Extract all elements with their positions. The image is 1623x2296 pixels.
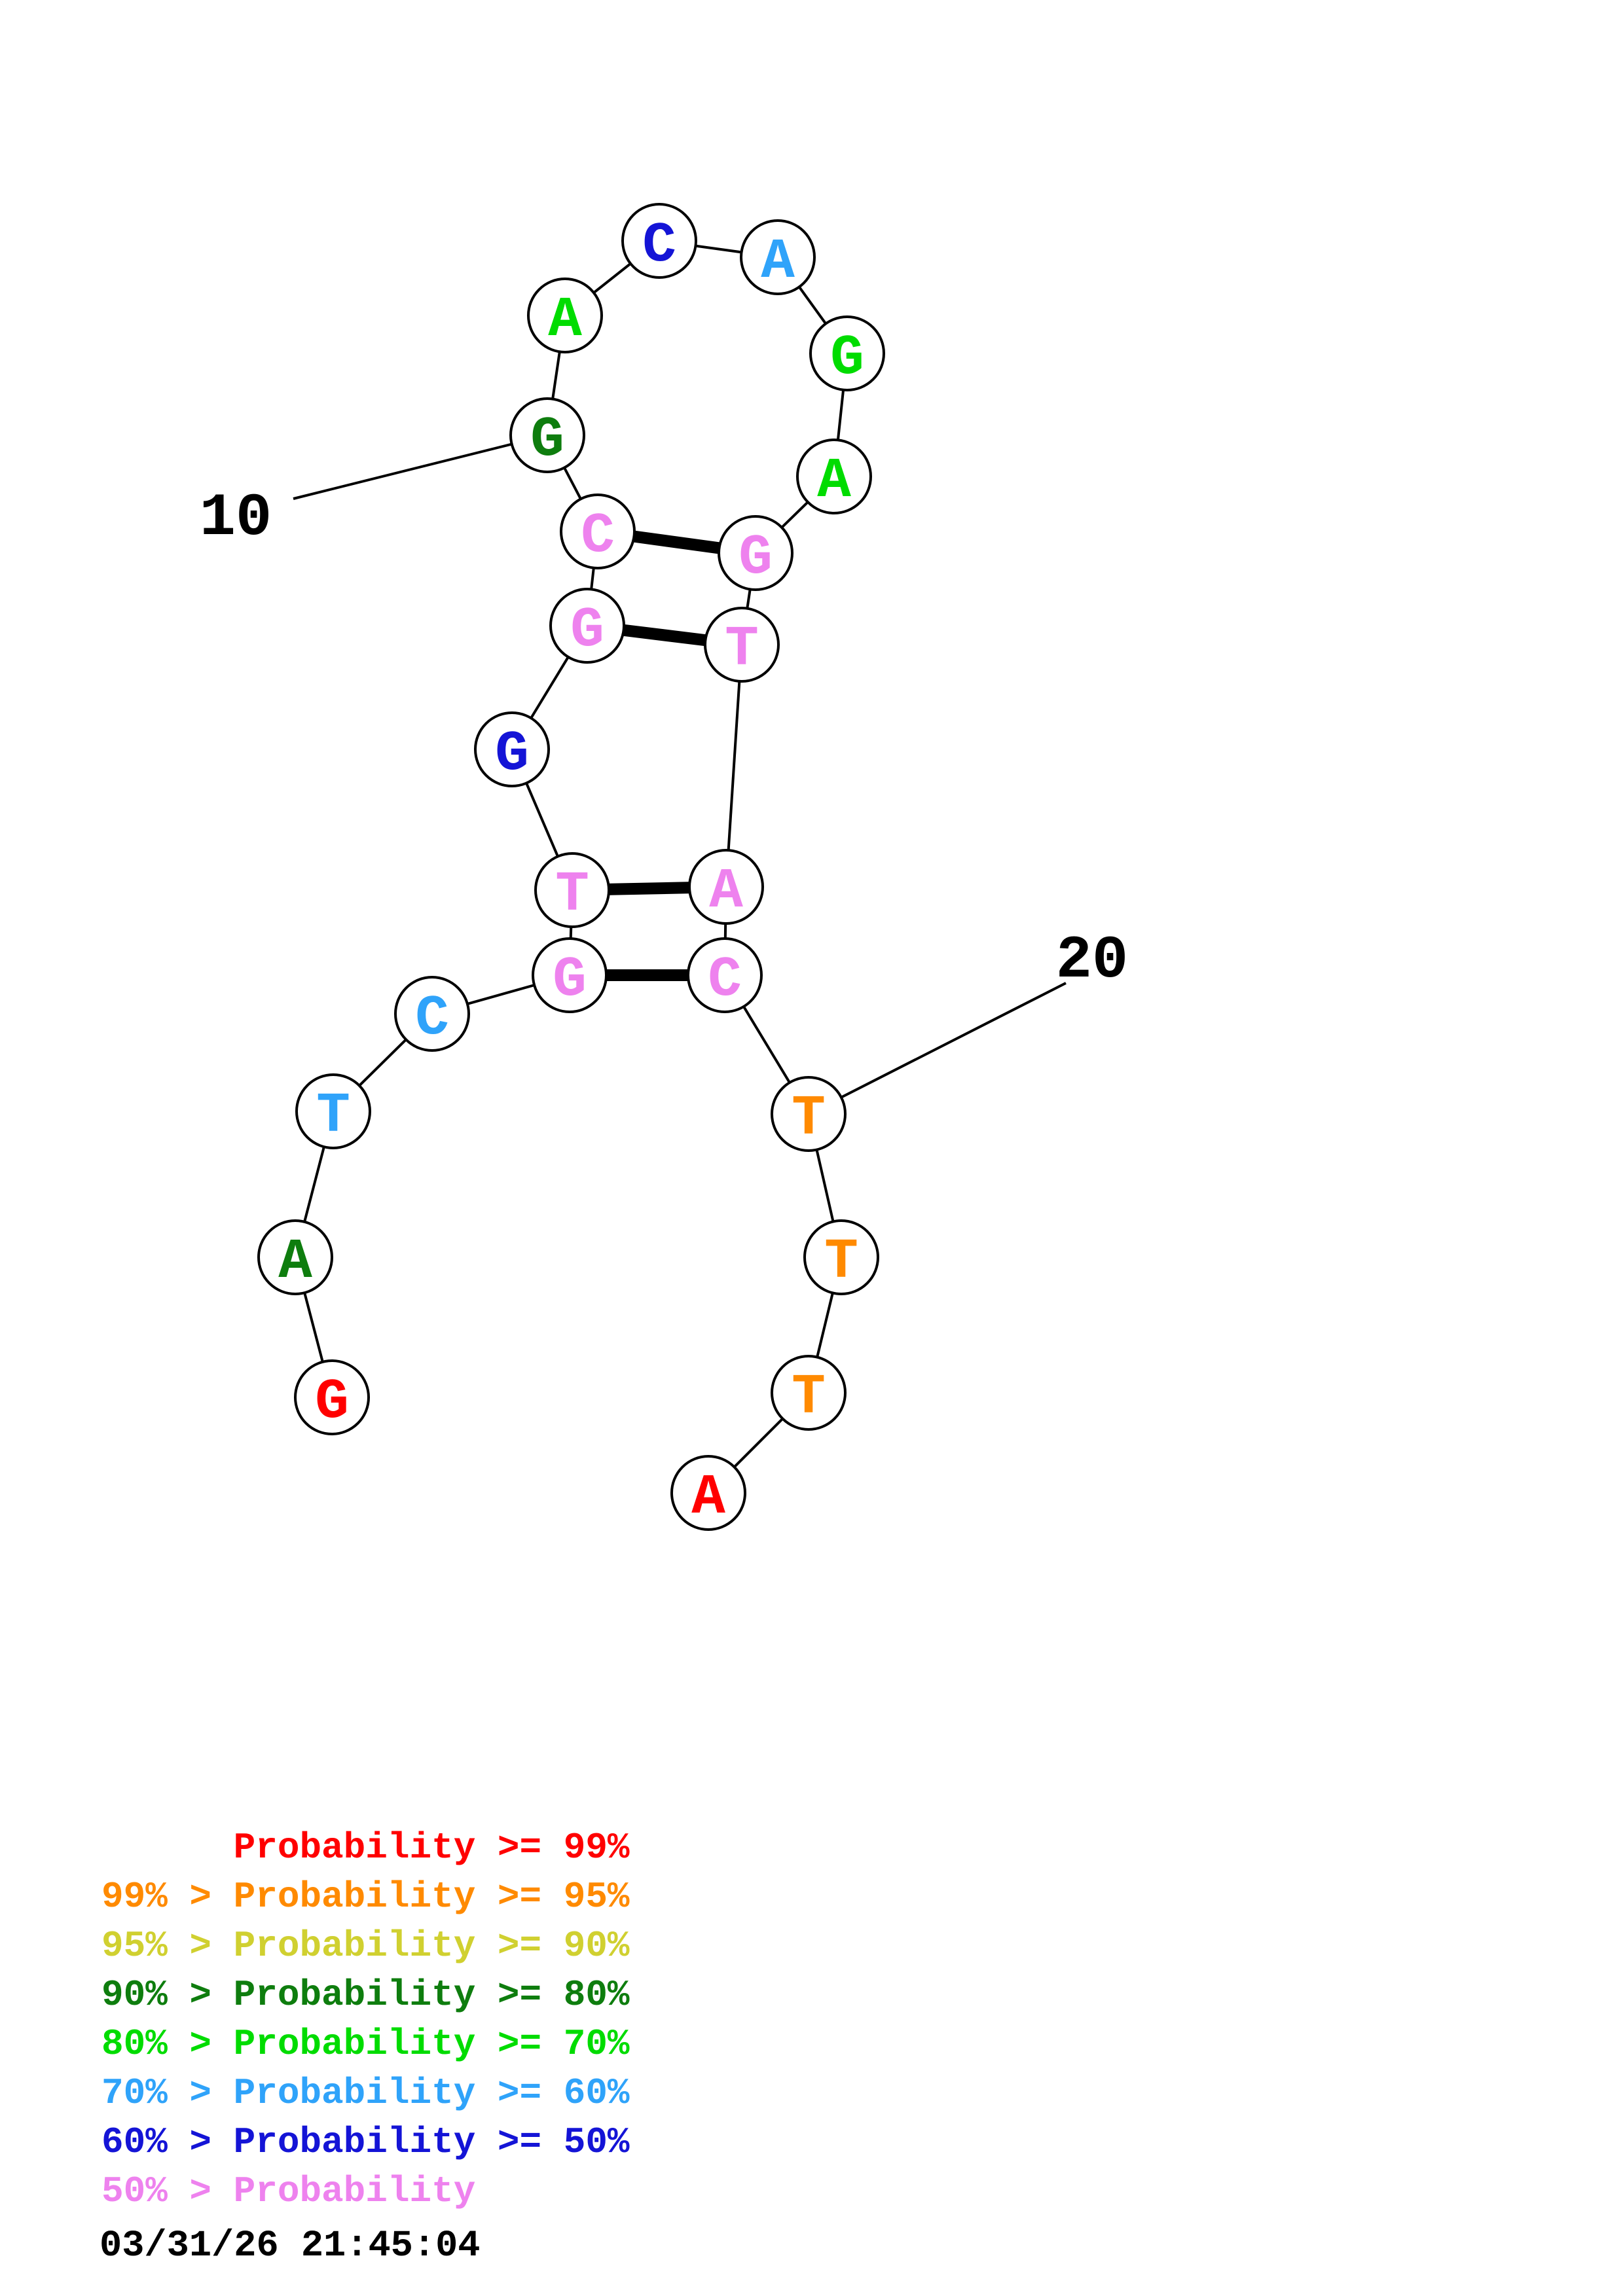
- nucleotide-base-3: T: [316, 1084, 350, 1148]
- legend-row-5: 80% > Probability >= 70%: [101, 2023, 630, 2065]
- nucleotide-base-23: A: [691, 1465, 725, 1530]
- nucleotide-base-14: G: [830, 326, 864, 390]
- nucleotide-base-4: C: [415, 986, 449, 1050]
- nucleotide-base-18: A: [709, 859, 743, 924]
- nucleotide-circle-23: [670, 1455, 746, 1531]
- nucleotide-circle-7: [474, 711, 550, 787]
- timestamp: 03/31/26 21:45:04: [100, 2225, 481, 2267]
- legend-row-1: Probability >= 99%: [101, 1827, 630, 1869]
- position-label-10: 10: [200, 484, 272, 552]
- nucleotide-base-2: A: [278, 1230, 312, 1294]
- nucleotide-circle-20: [771, 1076, 847, 1152]
- nucleotide-base-19: C: [708, 948, 742, 1012]
- nucleotide-circle-3: [295, 1073, 371, 1149]
- nucleotide-circle-1: [294, 1359, 370, 1435]
- nucleotide-base-9: C: [581, 504, 615, 568]
- legend-row-8: 50% > Probability: [101, 2170, 476, 2212]
- position-leader-line-10: [293, 434, 548, 500]
- nucleotide-base-20: T: [792, 1086, 826, 1151]
- nucleotide-base-13: A: [761, 230, 795, 294]
- nucleotide-circle-4: [394, 976, 470, 1052]
- legend-row-7: 60% > Probability >= 50%: [101, 2121, 630, 2163]
- nucleotide-circle-9: [560, 493, 636, 569]
- nucleotide-base-10: G: [530, 408, 564, 472]
- nucleotide-circle-2: [257, 1219, 333, 1295]
- nucleotide-circle-12: [621, 203, 697, 279]
- nucleotide-circle-11: [527, 278, 603, 353]
- nucleotide-circle-10: [509, 397, 585, 473]
- backbone-segment-17-18: [725, 644, 743, 888]
- nucleotide-circle-22: [771, 1355, 847, 1431]
- nucleotide-circle-15: [796, 439, 872, 514]
- nucleotide-base-12: C: [642, 213, 676, 278]
- nucleotide-base-5: G: [553, 948, 587, 1012]
- nucleotide-base-7: G: [495, 722, 529, 786]
- legend-row-6: 70% > Probability >= 60%: [101, 2072, 630, 2114]
- nucleotide-circle-8: [549, 588, 625, 664]
- nucleotide-base-16: G: [739, 526, 773, 590]
- nucleotide-base-6: T: [555, 863, 589, 927]
- nucleotide-circle-6: [534, 852, 610, 928]
- nucleotide-circle-16: [718, 515, 793, 591]
- nucleotide-base-11: A: [548, 288, 582, 352]
- nucleotide-circle-18: [688, 849, 764, 925]
- nucleotide-circle-14: [809, 315, 885, 391]
- position-label-20: 20: [1056, 926, 1128, 995]
- nucleotide-base-15: A: [817, 449, 851, 513]
- nucleotide-base-1: G: [315, 1370, 349, 1434]
- nucleotide-circle-19: [687, 937, 763, 1013]
- nucleotide-base-22: T: [792, 1365, 826, 1429]
- legend-row-4: 90% > Probability >= 80%: [101, 1974, 630, 2016]
- position-leader-line-20: [808, 982, 1067, 1115]
- nucleotide-circle-13: [740, 219, 816, 295]
- probability-legend: Probability >= 99% 99% > Probability >= 9…: [101, 1823, 630, 2216]
- legend-row-2: 99% > Probability >= 95%: [101, 1876, 630, 1918]
- nucleotide-base-17: T: [725, 617, 759, 681]
- nucleotide-base-8: G: [570, 598, 604, 662]
- nucleotide-circle-5: [532, 937, 608, 1013]
- nucleotide-base-21: T: [824, 1230, 858, 1294]
- nucleotide-circle-21: [803, 1219, 879, 1295]
- legend-row-3: 95% > Probability >= 90%: [101, 1925, 630, 1967]
- nucleotide-circle-17: [704, 607, 780, 683]
